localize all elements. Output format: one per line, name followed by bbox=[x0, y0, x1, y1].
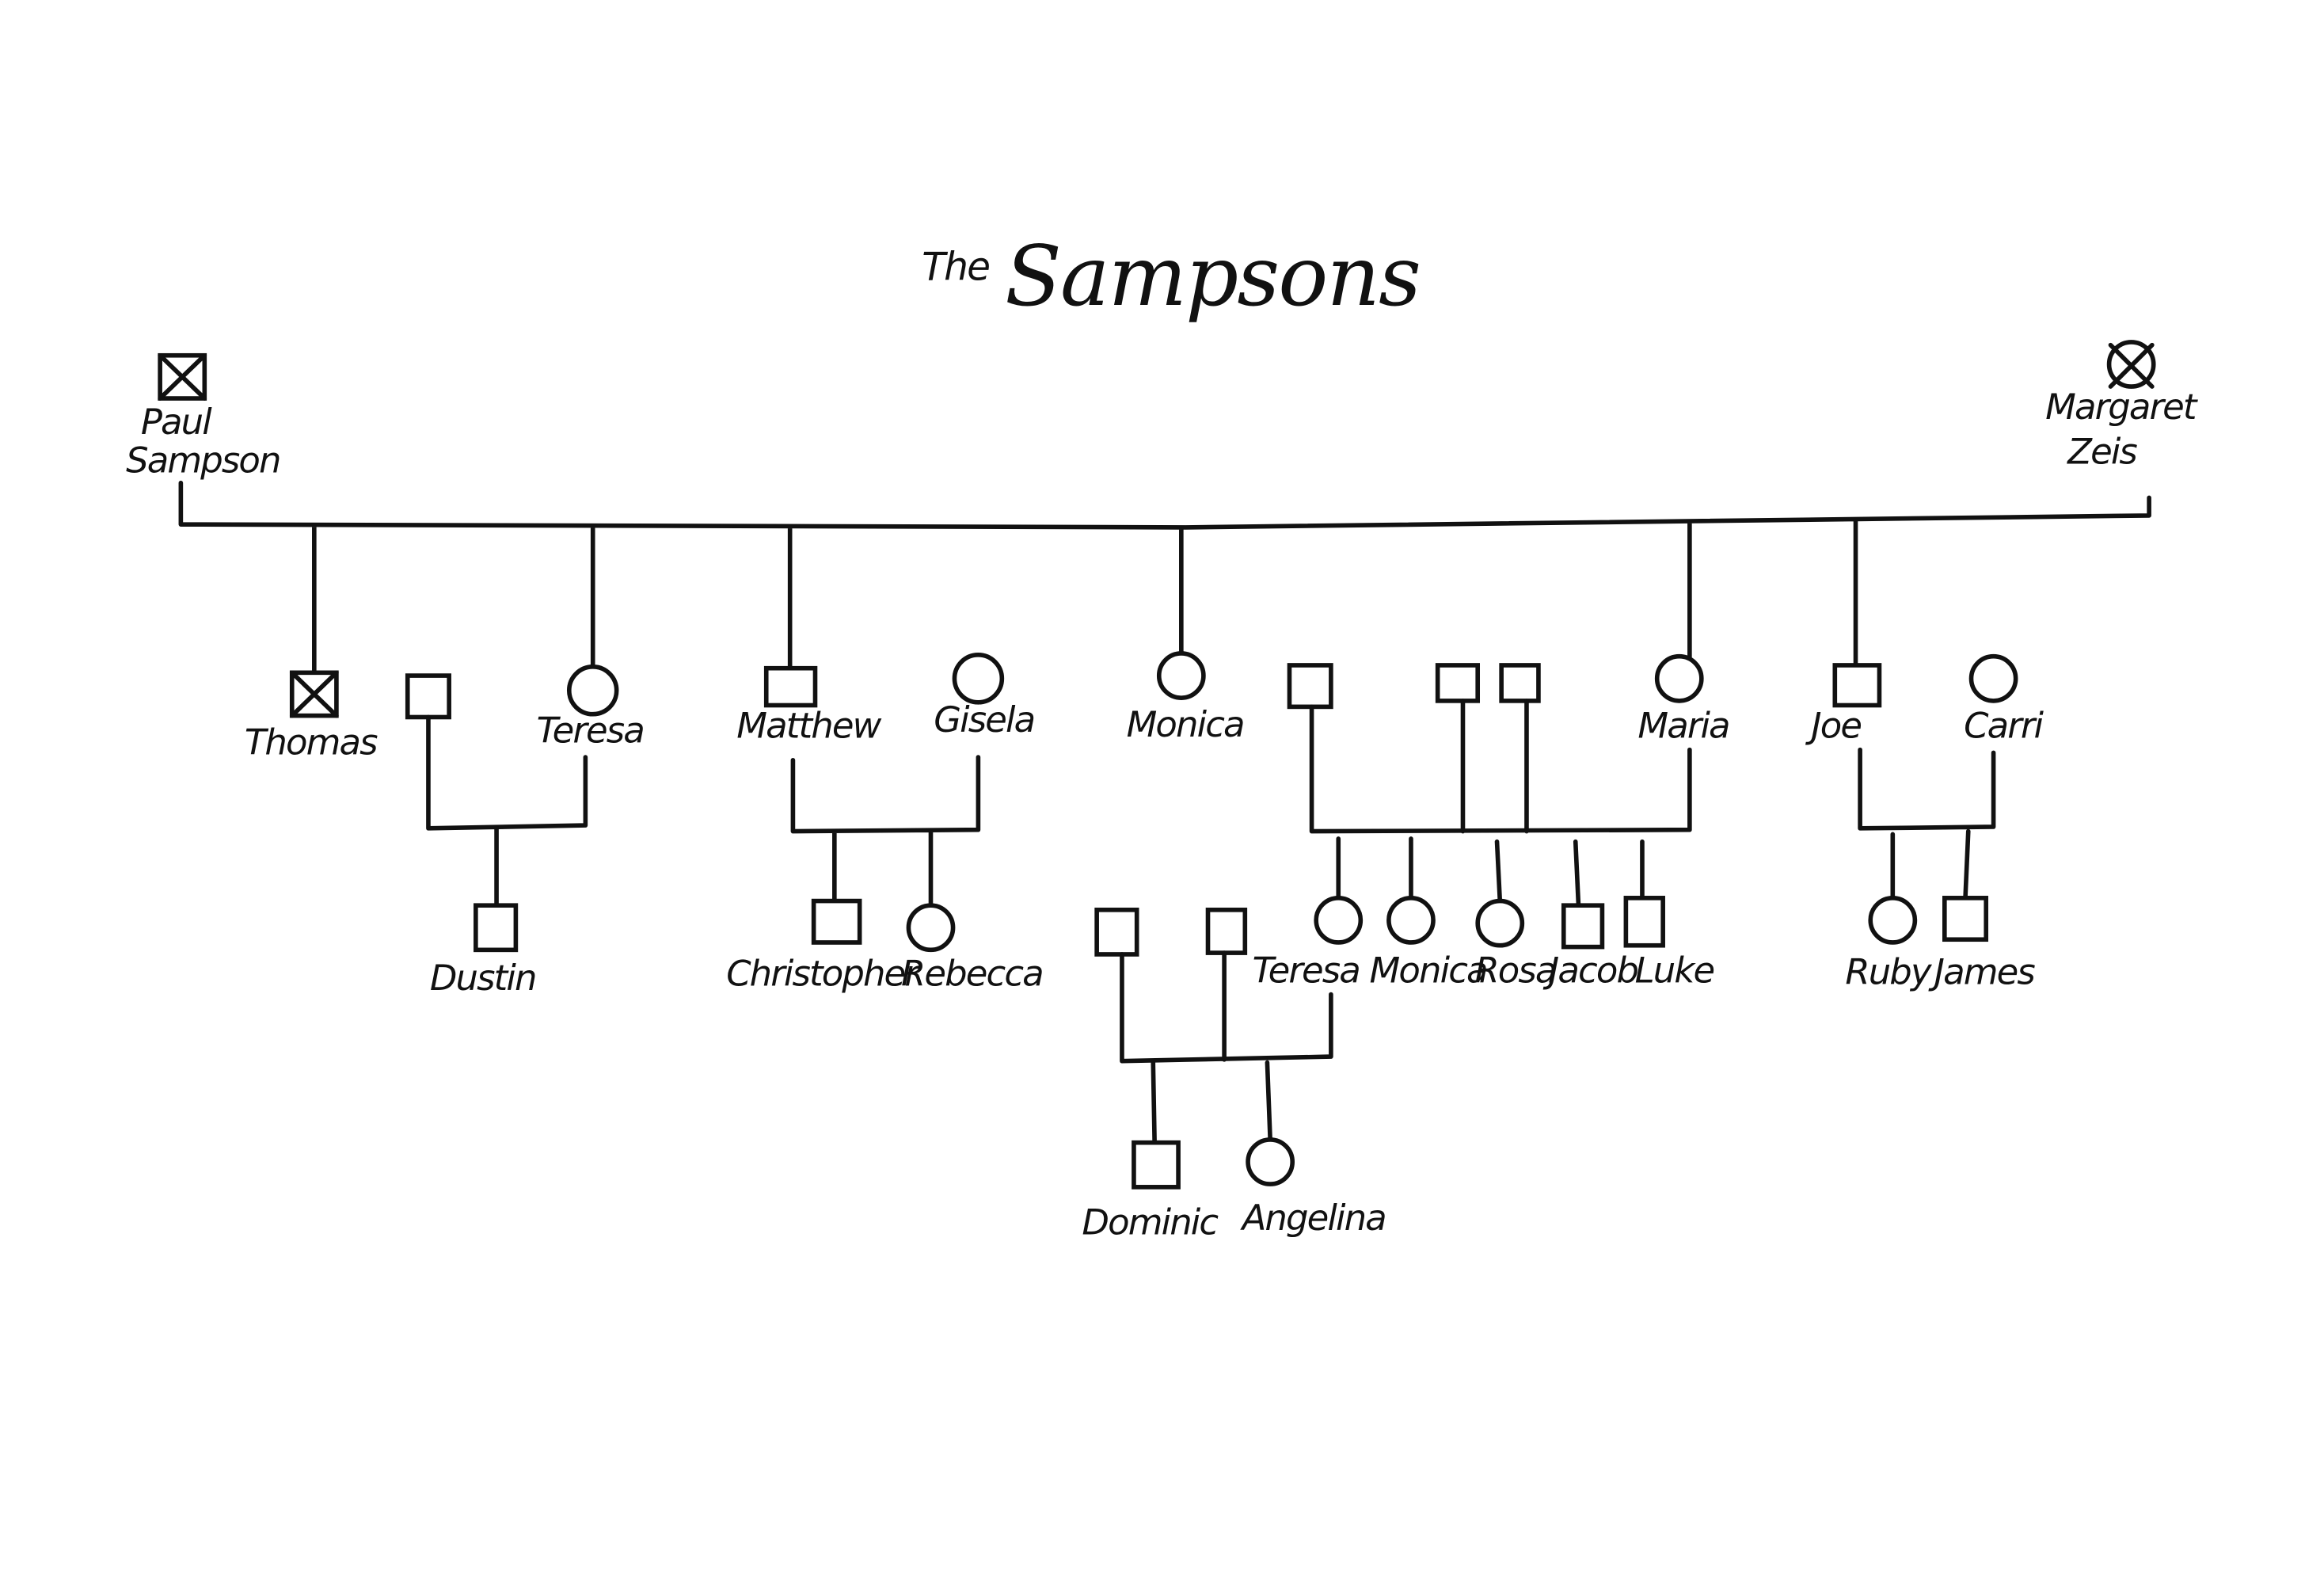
person-angelina: Angelina bbox=[1240, 1137, 1387, 1239]
female-circle-icon bbox=[1968, 653, 2018, 703]
person-margaret-zeis: Margaret Zeis bbox=[2045, 340, 2200, 472]
person-name: Teresa bbox=[1253, 950, 1360, 992]
male-square-icon bbox=[763, 665, 818, 708]
couple-line-teresa-grandchild bbox=[1120, 950, 1333, 1145]
female-circle-icon bbox=[1475, 898, 1525, 948]
female-circle-icon bbox=[1386, 896, 1436, 945]
person-luke: Luke bbox=[1623, 896, 1715, 992]
person-dominic: Dominic bbox=[1082, 1140, 1220, 1243]
person-maria: Maria bbox=[1637, 653, 1731, 747]
person-first-name: Margaret bbox=[2045, 386, 2198, 428]
person-name: Gisela bbox=[934, 699, 1034, 741]
female-circle-icon bbox=[1868, 896, 1918, 945]
male-square-icon bbox=[1132, 1140, 1181, 1190]
spouse-male-square-icon bbox=[405, 673, 451, 720]
person-rosa: Rosa bbox=[1474, 898, 1557, 992]
person-name: Dustin bbox=[430, 957, 536, 999]
person-paul-sampson: Paul Sampson bbox=[126, 352, 281, 482]
person-name: James bbox=[1928, 950, 2036, 992]
person-name: Luke bbox=[1635, 950, 1714, 992]
person-name: Jacob bbox=[1542, 950, 1637, 992]
spouse-male-square-icon bbox=[1499, 663, 1541, 703]
person-name: Christopher bbox=[726, 952, 921, 994]
person-name: Monica bbox=[1370, 950, 1487, 992]
person-name: Angelina bbox=[1240, 1197, 1386, 1239]
person-james: James bbox=[1928, 896, 2037, 992]
person-first-name: Paul bbox=[141, 401, 212, 443]
person-teresa-grandchild: Teresa bbox=[1253, 896, 1364, 992]
spouse-male-square-icon bbox=[1435, 663, 1481, 703]
female-circle-icon bbox=[1654, 653, 1704, 703]
person-jacob: Jacob bbox=[1542, 903, 1639, 992]
couple-line-matthew-gisela bbox=[790, 755, 981, 908]
female-circle-icon bbox=[906, 903, 956, 953]
person-carri: Carri bbox=[1964, 653, 2045, 747]
male-square-icon bbox=[1942, 896, 1989, 942]
page-title: Sampsons bbox=[1005, 228, 1420, 325]
person-name: Teresa bbox=[537, 709, 644, 751]
person-monica-grandchild: Monica bbox=[1370, 896, 1489, 992]
person-name: Carri bbox=[1964, 705, 2044, 747]
person-name: Dominic bbox=[1082, 1201, 1219, 1243]
female-circle-icon bbox=[1156, 651, 1206, 700]
female-circle-icon bbox=[1314, 896, 1364, 945]
person-rebecca: Rebecca bbox=[901, 903, 1044, 994]
person-name: Matthew bbox=[736, 705, 881, 747]
person-name: Rosa bbox=[1474, 950, 1555, 992]
person-last-name: Zeis bbox=[2067, 430, 2137, 472]
person-monica: Monica bbox=[1127, 651, 1246, 745]
person-name: Rebecca bbox=[901, 952, 1043, 994]
person-name: Maria bbox=[1637, 705, 1729, 747]
female-circle-icon bbox=[1246, 1137, 1295, 1186]
person-ruby: Ruby bbox=[1845, 896, 1934, 992]
spouse-male-square-icon bbox=[1205, 908, 1248, 955]
couple-line-teresa bbox=[426, 714, 588, 908]
person-teresa: Teresa bbox=[537, 664, 645, 751]
person-gisela: Gisela bbox=[934, 653, 1036, 741]
person-matthew: Matthew bbox=[736, 665, 883, 747]
title-prefix: The bbox=[922, 245, 989, 289]
couple-line-maria bbox=[1309, 699, 1692, 908]
male-square-icon bbox=[1561, 903, 1605, 950]
person-joe: Joe bbox=[1805, 663, 1882, 747]
person-name: Monica bbox=[1127, 703, 1244, 745]
person-name: Thomas bbox=[245, 721, 378, 763]
male-square-icon bbox=[1832, 663, 1882, 708]
person-name: Ruby bbox=[1845, 950, 1933, 992]
person-last-name: Sampson bbox=[126, 440, 280, 482]
person-christopher: Christopher bbox=[726, 898, 922, 994]
male-square-icon bbox=[811, 898, 862, 945]
male-square-icon bbox=[1623, 896, 1665, 948]
marriage-line-founders bbox=[178, 480, 2151, 676]
couple-line-joe-carri bbox=[1858, 747, 1996, 901]
person-name: Joe bbox=[1805, 705, 1861, 747]
male-square-icon bbox=[474, 903, 519, 953]
spouse-male-square-icon bbox=[1287, 663, 1333, 710]
spouse-male-square-icon bbox=[1094, 908, 1139, 957]
female-circle-icon bbox=[566, 664, 619, 717]
person-thomas: Thomas bbox=[245, 670, 379, 763]
person-dustin: Dustin bbox=[430, 903, 537, 999]
female-circle-icon bbox=[952, 653, 1005, 705]
